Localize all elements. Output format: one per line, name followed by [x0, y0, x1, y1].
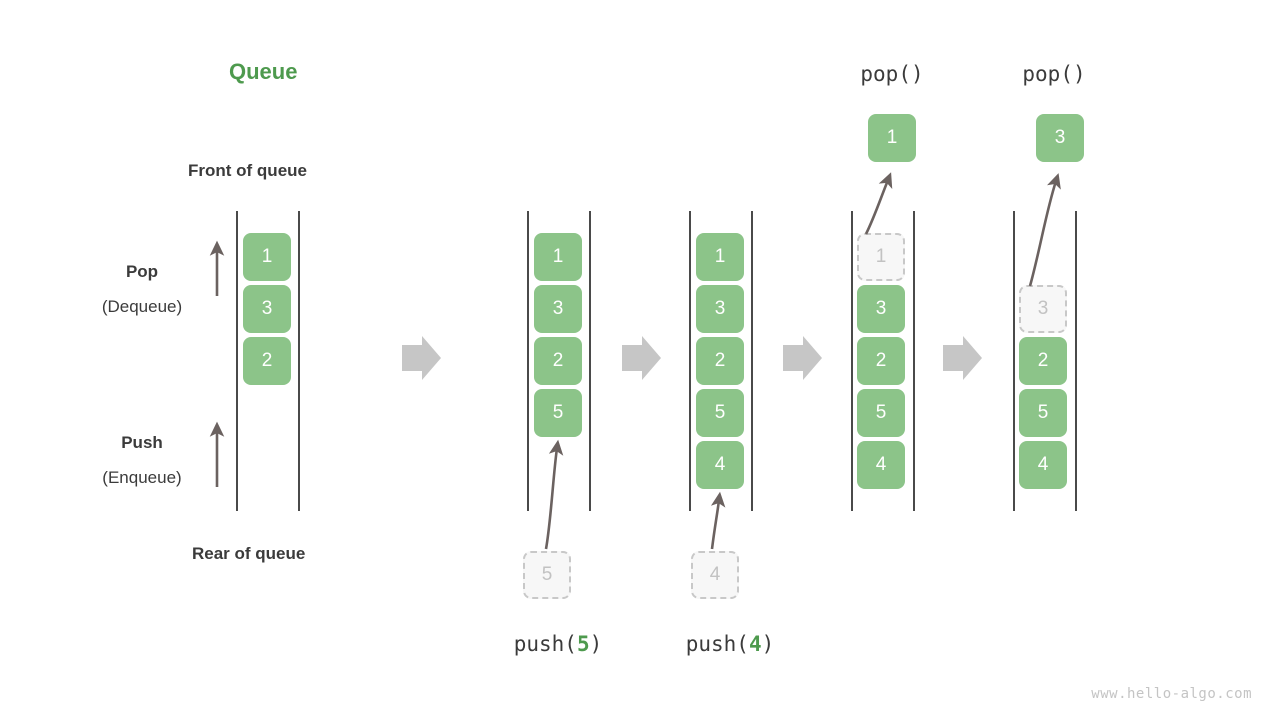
pop-header-1: pop(): [860, 62, 924, 86]
rear-of-queue-label: Rear of queue: [192, 544, 306, 563]
rail-left-c3: [851, 211, 853, 511]
push-4-arrow: [710, 491, 726, 550]
ghost-box-pop-1: 1: [857, 233, 905, 281]
rail-right-c4: [1075, 211, 1077, 511]
queue-box-new: 5: [534, 389, 582, 437]
queue-box: 2: [1019, 337, 1067, 385]
ghost-box-push-5: 5: [523, 551, 571, 599]
queue-box: 5: [1019, 389, 1067, 437]
queue-box: 2: [696, 337, 744, 385]
rail-right-c1: [589, 211, 591, 511]
ghost-box-pop-3: 3: [1019, 285, 1067, 333]
popped-box-2: 3: [1036, 114, 1084, 162]
push-caption-1-pre: push(: [513, 632, 577, 656]
step-arrow-3: [783, 336, 822, 380]
queue-box: 3: [534, 285, 582, 333]
push-caption-1: push(5): [498, 632, 618, 656]
push-caption-2-post: ): [761, 632, 775, 656]
queue-box: 2: [857, 337, 905, 385]
queue-box: 2: [243, 337, 291, 385]
step-arrow-4: [943, 336, 982, 380]
queue-box: 3: [696, 285, 744, 333]
queue-box-new: 4: [696, 441, 744, 489]
push-caption-2: push(4): [670, 632, 790, 656]
push-caption-2-pre: push(: [685, 632, 749, 656]
queue-box: 1: [696, 233, 744, 281]
pop-header-2: pop(): [1022, 62, 1086, 86]
popped-box-1: 1: [868, 114, 916, 162]
push-caption-1-post: ): [589, 632, 603, 656]
queue-box: 5: [857, 389, 905, 437]
push-label: Push: [121, 433, 163, 452]
watermark: www.hello-algo.com: [1091, 686, 1252, 702]
queue-box: 4: [1019, 441, 1067, 489]
queue-box: 4: [857, 441, 905, 489]
push-5-arrow: [544, 439, 564, 550]
rail-left-c1: [527, 211, 529, 511]
pop-1-arrow: [864, 172, 893, 235]
queue-box: 2: [534, 337, 582, 385]
queue-box: 1: [243, 233, 291, 281]
pop-label: Pop: [125, 262, 159, 281]
queue-box: 5: [696, 389, 744, 437]
ghost-box-push-4: 4: [691, 551, 739, 599]
step-arrow-1: [402, 336, 441, 380]
page-title: Queue: [229, 59, 298, 84]
rail-right-c0: [298, 211, 300, 511]
push-caption-2-arg: 4: [748, 632, 762, 656]
rail-left-c0: [236, 211, 238, 511]
queue-box: 3: [857, 285, 905, 333]
rail-right-c2: [751, 211, 753, 511]
queue-box: 1: [534, 233, 582, 281]
step-arrow-2: [622, 336, 661, 380]
rail-right-c3: [913, 211, 915, 511]
pop-3-arrow: [1028, 173, 1061, 287]
rail-left-c2: [689, 211, 691, 511]
push-caption-1-arg: 5: [576, 632, 590, 656]
rail-left-c4: [1013, 211, 1015, 511]
queue-box: 3: [243, 285, 291, 333]
front-of-queue-label: Front of queue: [188, 161, 307, 180]
pop-sublabel: (Dequeue): [101, 297, 183, 316]
push-sublabel: (Enqueue): [102, 468, 182, 487]
